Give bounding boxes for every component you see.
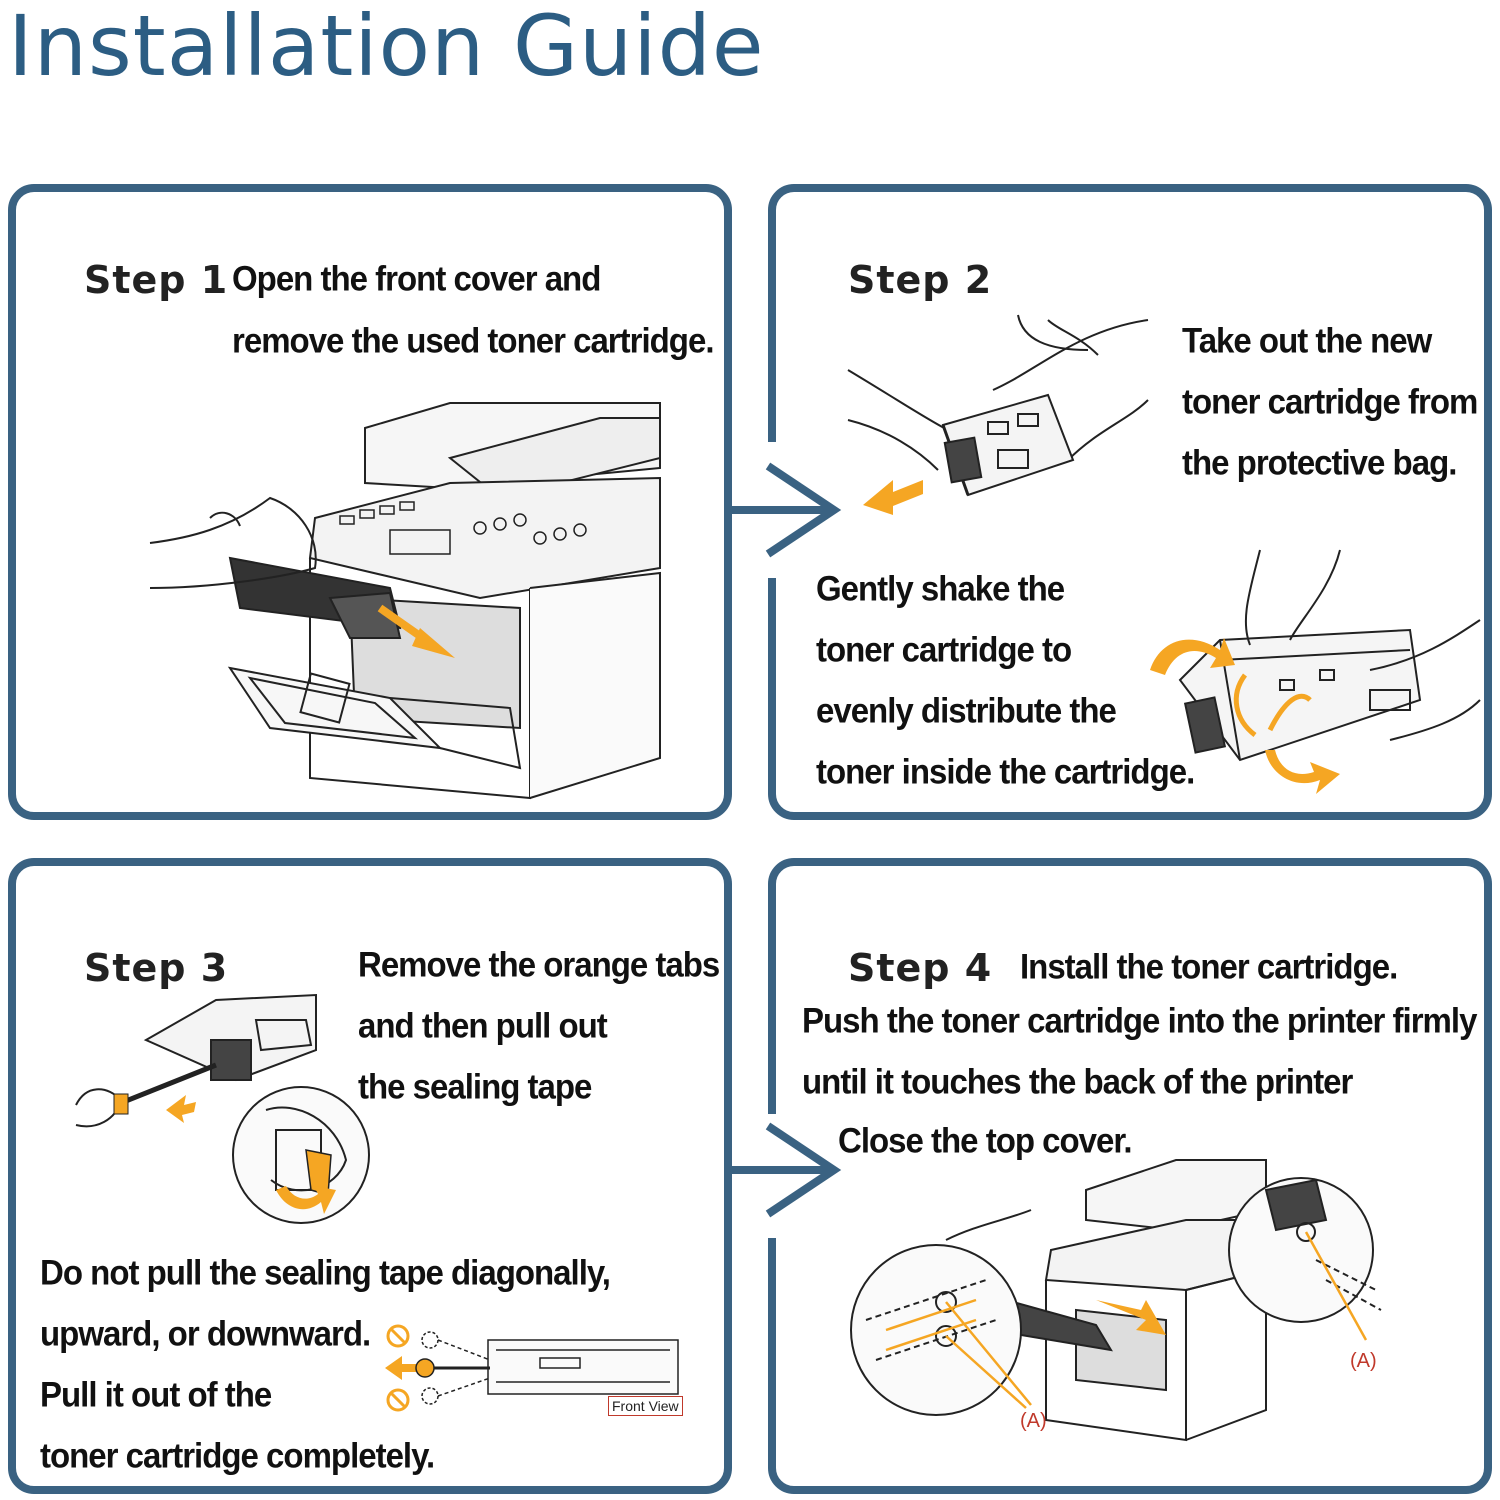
step-3-label: Step 3 xyxy=(84,946,229,990)
page-title: Installation Guide xyxy=(8,0,765,95)
step-3-warning-line-2: upward, or downward. xyxy=(40,1313,371,1353)
step-4-heading: Install the toner cartridge. xyxy=(1020,946,1398,986)
step-1-line-2: remove the used toner cartridge. xyxy=(232,320,714,360)
step-2-line-1: Take out the new xyxy=(1182,320,1432,360)
step-2-shake-line-1: Gently shake the xyxy=(816,568,1065,608)
step-4-line-3: Close the top cover. xyxy=(838,1120,1133,1160)
printer-open-cover-illustration xyxy=(149,402,661,800)
callout-a-left: (A) xyxy=(1020,1410,1047,1432)
step-3-warning-line-3: Pull it out of the xyxy=(40,1374,272,1414)
step-2-line-2: toner cartridge from xyxy=(1182,381,1478,421)
step-2-shake-line-2: toner cartridge to xyxy=(816,629,1072,669)
step-2-shake-line-3: evenly distribute the xyxy=(816,690,1117,730)
sealing-tape-direction-diagram xyxy=(385,1324,679,1412)
step-3-warning-line-4: toner cartridge completely. xyxy=(40,1435,435,1475)
shake-cartridge-illustration xyxy=(1150,549,1481,794)
step-1-label: Step 1 xyxy=(84,258,229,302)
step-3-warning-line-1: Do not pull the sealing tape diagonally, xyxy=(40,1252,611,1292)
install-cartridge-illustration xyxy=(850,1159,1382,1442)
step-2-shake-line-4: toner inside the cartridge. xyxy=(816,751,1195,791)
step-4-label: Step 4 xyxy=(848,946,993,990)
step-1-line-1: Open the front cover and xyxy=(232,258,601,298)
step-3-line-1: Remove the orange tabs xyxy=(358,944,720,984)
step-4-line-1: Push the toner cartridge into the printe… xyxy=(802,1000,1477,1040)
step-2-line-3: the protective bag. xyxy=(1182,442,1457,482)
step-2-label: Step 2 xyxy=(848,258,993,302)
arrow-step-1-to-2 xyxy=(726,462,842,558)
unbag-cartridge-illustration xyxy=(847,314,1149,515)
arrow-step-3-to-4 xyxy=(726,1122,842,1218)
front-view-label: Front View xyxy=(608,1396,683,1416)
callout-a-right: (A) xyxy=(1350,1350,1377,1372)
step-3-line-2: and then pull out xyxy=(358,1005,608,1045)
remove-tabs-illustration xyxy=(75,993,370,1224)
step-4-line-2: until it touches the back of the printer xyxy=(802,1061,1353,1101)
step-3-line-3: the sealing tape xyxy=(358,1066,592,1106)
